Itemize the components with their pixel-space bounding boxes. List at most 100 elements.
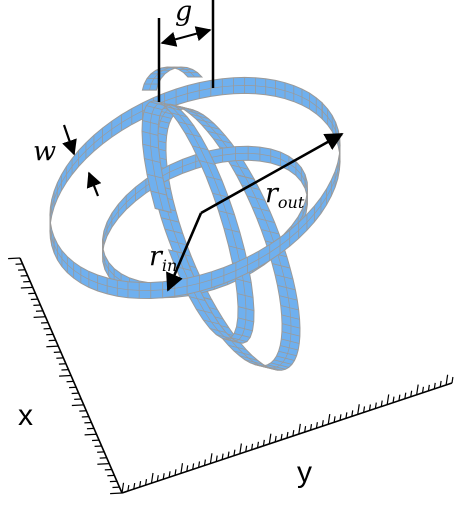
r-in-subscript: in	[162, 256, 177, 275]
axis-tick	[150, 472, 154, 484]
axis-tick	[180, 463, 184, 474]
mesh-line	[53, 110, 341, 291]
axis-tick	[327, 413, 331, 425]
mesh-line	[149, 102, 247, 342]
axis-tick	[333, 416, 336, 423]
vertical-loop-inner	[141, 100, 255, 344]
axis-tick	[433, 382, 436, 389]
axis-tick	[363, 406, 366, 413]
x-axis	[8, 257, 123, 495]
axis-tick	[46, 345, 59, 348]
axis-tick	[274, 435, 277, 443]
axis-tick	[345, 412, 348, 419]
r-out-label: rout	[265, 178, 305, 212]
axis-tick	[386, 394, 390, 405]
axis-tick	[256, 441, 260, 448]
axis-tick	[215, 455, 218, 462]
r-in-label: rin	[149, 241, 177, 275]
mesh-line	[156, 106, 246, 298]
axis-tick	[198, 461, 201, 468]
r-out-subscript: out	[278, 193, 305, 212]
axis-tick	[357, 404, 360, 415]
mesh-line	[49, 85, 323, 246]
outer-ring-front	[53, 101, 341, 300]
axis-tick	[410, 390, 413, 397]
axis-y-label: y	[297, 456, 312, 489]
axis-tick	[445, 374, 449, 386]
axis-tick	[127, 484, 130, 492]
axis-tick	[139, 481, 142, 488]
width-arrow-upper	[62, 124, 77, 156]
axis-tick	[84, 433, 97, 436]
axis-tick	[192, 463, 195, 470]
axis-tick	[427, 384, 430, 391]
axis-tick	[33, 316, 46, 318]
axis-tick	[398, 394, 401, 401]
axis-tick	[421, 386, 425, 393]
axis-tick	[374, 402, 377, 409]
axes	[8, 257, 454, 495]
r-out-arrow	[200, 132, 344, 215]
axis-tick	[97, 463, 110, 465]
axis-tick	[156, 475, 159, 482]
axis-tick	[351, 410, 354, 417]
axis-tick	[251, 443, 254, 450]
axis-tick	[416, 384, 419, 395]
radius-markers: rout rin	[149, 132, 344, 292]
axis-tick	[186, 465, 189, 472]
mesh-line	[168, 249, 185, 255]
gap-label: g	[175, 0, 192, 27]
axis-tick	[262, 439, 265, 446]
r-in-arrow	[166, 212, 203, 292]
axis-tick	[380, 400, 383, 407]
axis-tick	[298, 423, 301, 435]
axis-tick	[168, 471, 171, 478]
spiral-coil-ribbons	[49, 66, 341, 371]
r-in-base: r	[149, 241, 164, 272]
width-arrow-lower	[86, 171, 102, 197]
axis-tick	[8, 257, 21, 260]
axis-tick	[71, 404, 84, 407]
width-dimension: w	[33, 124, 102, 197]
axis-tick	[451, 376, 454, 384]
gap-arrow	[160, 26, 212, 47]
axis-tick	[121, 482, 125, 494]
axis-tick	[227, 451, 230, 458]
axis-tick	[292, 429, 295, 437]
axis-tick	[174, 469, 177, 476]
axis-tick	[439, 380, 442, 388]
axis-tick	[162, 473, 165, 480]
axis-tick	[209, 453, 213, 464]
y-axis	[121, 374, 454, 494]
axis-tick	[315, 422, 318, 429]
axis-tick	[245, 445, 248, 452]
axis-tick	[286, 431, 289, 439]
mesh-line	[149, 66, 196, 91]
mesh-line	[236, 174, 255, 180]
axis-tick	[59, 374, 72, 377]
axis-tick	[368, 404, 371, 411]
gap-dimension: g	[157, 0, 215, 102]
axis-tick	[392, 396, 395, 403]
top-stub	[141, 66, 204, 91]
vertical-loop-front	[192, 174, 301, 371]
axis-tick	[304, 426, 307, 433]
axis-tick	[144, 479, 148, 486]
axis-tick	[221, 453, 224, 460]
axis-tick	[20, 286, 33, 289]
axis-tick	[239, 443, 242, 454]
axis-tick	[339, 414, 342, 421]
r-out-base: r	[265, 178, 280, 209]
axis-tick	[233, 449, 236, 456]
axis-tick	[321, 420, 324, 427]
axis-tick	[110, 492, 123, 495]
axis-tick	[133, 482, 136, 490]
width-label: w	[33, 136, 56, 167]
axis-tick	[404, 392, 407, 399]
axis-tick	[280, 433, 283, 441]
axis-tick	[309, 424, 313, 431]
axis-tick	[203, 459, 206, 466]
axis-x-label: x	[18, 399, 33, 432]
axis-tick	[268, 433, 272, 444]
